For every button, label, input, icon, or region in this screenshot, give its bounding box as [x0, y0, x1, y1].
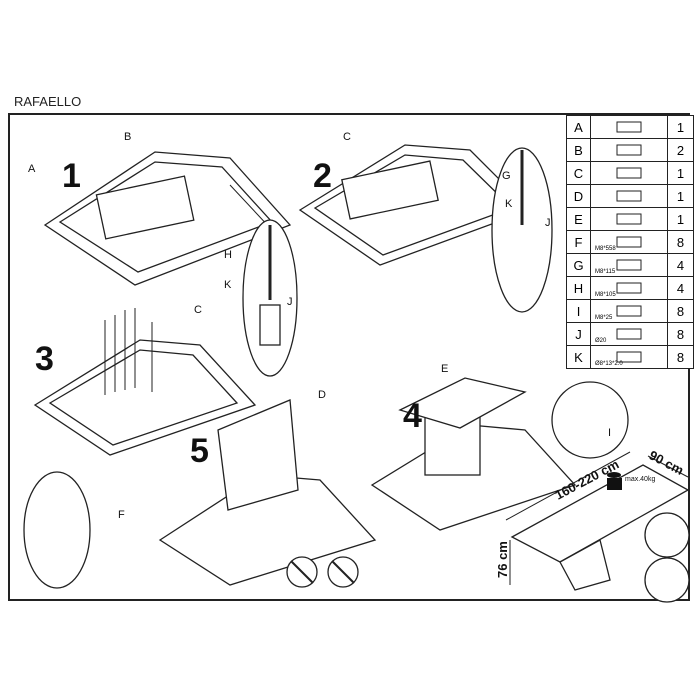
part-row: H M8*105 4 [566, 276, 694, 300]
part-image [590, 138, 668, 162]
part-image: Ø8*13*2.0 [590, 345, 668, 369]
part-quantity: 1 [667, 207, 694, 231]
part-icon [616, 259, 642, 271]
part-quantity: 8 [667, 299, 694, 323]
part-letter: H [566, 276, 591, 300]
part-row: A 1 [566, 115, 694, 139]
part-spec: Ø8*13*2.0 [595, 361, 623, 367]
part-row: I M8*25 8 [566, 299, 694, 323]
label-j-1: J [287, 296, 293, 308]
part-image [590, 184, 668, 208]
part-image [590, 115, 668, 139]
final-table-drawing [505, 451, 690, 603]
part-letter: K [566, 345, 591, 369]
part-spec: M8*25 [595, 315, 613, 321]
label-j-2: J [545, 217, 551, 229]
part-quantity: 8 [667, 322, 694, 346]
label-d: D [318, 389, 326, 401]
part-quantity: 1 [667, 184, 694, 208]
step-5-drawing [158, 399, 377, 586]
step-2-number: 2 [313, 157, 332, 195]
label-c-3: C [194, 304, 202, 316]
product-title: RAFAELLO [14, 94, 82, 109]
label-g: G [502, 170, 511, 182]
part-icon [616, 121, 642, 133]
part-icon [616, 282, 642, 294]
part-icon [616, 213, 642, 225]
height-dimension: 76 cm [495, 541, 510, 578]
max-load-label: max.40kg [625, 476, 655, 483]
part-letter: A [566, 115, 591, 139]
part-icon [616, 190, 642, 202]
part-letter: C [566, 161, 591, 185]
label-a: A [28, 163, 36, 175]
part-row: F M8*558 8 [566, 230, 694, 254]
label-h-1: H [224, 249, 232, 261]
part-letter: G [566, 253, 591, 277]
label-f: F [118, 509, 125, 521]
part-row: C 1 [566, 161, 694, 185]
part-icon [616, 236, 642, 248]
part-image: Ø20 [590, 322, 668, 346]
part-icon [616, 328, 642, 340]
part-image: M8*105 [590, 276, 668, 300]
part-icon [616, 167, 642, 179]
part-image [590, 207, 668, 231]
step-1-number: 1 [62, 157, 81, 195]
part-spec: M8*115 [595, 269, 616, 275]
part-spec: M8*105 [595, 292, 616, 298]
part-letter: I [566, 299, 591, 323]
part-icon [616, 351, 642, 363]
step-1-drawing [43, 151, 292, 286]
label-k-2: K [505, 198, 513, 210]
part-quantity: 1 [667, 115, 694, 139]
part-row: E 1 [566, 207, 694, 231]
label-b: B [124, 131, 131, 143]
label-c-2: C [343, 131, 351, 143]
step-5-number: 5 [190, 432, 209, 470]
part-icon [616, 144, 642, 156]
part-image: M8*558 [590, 230, 668, 254]
part-quantity: 4 [667, 253, 694, 277]
part-spec: Ø20 [595, 338, 607, 344]
part-quantity: 4 [667, 276, 694, 300]
part-letter: F [566, 230, 591, 254]
part-letter: D [566, 184, 591, 208]
part-spec: M8*558 [595, 246, 616, 252]
step-3-number: 3 [35, 340, 54, 378]
step-3-drawing [23, 308, 257, 589]
part-row: B 2 [566, 138, 694, 162]
part-quantity: 2 [667, 138, 694, 162]
part-letter: J [566, 322, 591, 346]
warning-icons [286, 556, 359, 588]
part-quantity: 8 [667, 230, 694, 254]
label-e: E [441, 363, 448, 375]
part-row: G M8*115 4 [566, 253, 694, 277]
detail-circle-1 [242, 219, 298, 377]
part-quantity: 8 [667, 345, 694, 369]
part-letter: E [566, 207, 591, 231]
label-k-1: K [224, 279, 232, 291]
part-image [590, 161, 668, 185]
part-letter: B [566, 138, 591, 162]
step-4-drawing [370, 377, 629, 531]
step-2-drawing [298, 144, 553, 313]
part-image: M8*115 [590, 253, 668, 277]
part-row: J Ø20 8 [566, 322, 694, 346]
part-image: M8*25 [590, 299, 668, 323]
label-i: I [608, 427, 611, 439]
part-quantity: 1 [667, 161, 694, 185]
part-icon [616, 305, 642, 317]
step-4-number: 4 [403, 397, 422, 435]
part-row: K Ø8*13*2.0 8 [566, 345, 694, 369]
part-row: D 1 [566, 184, 694, 208]
